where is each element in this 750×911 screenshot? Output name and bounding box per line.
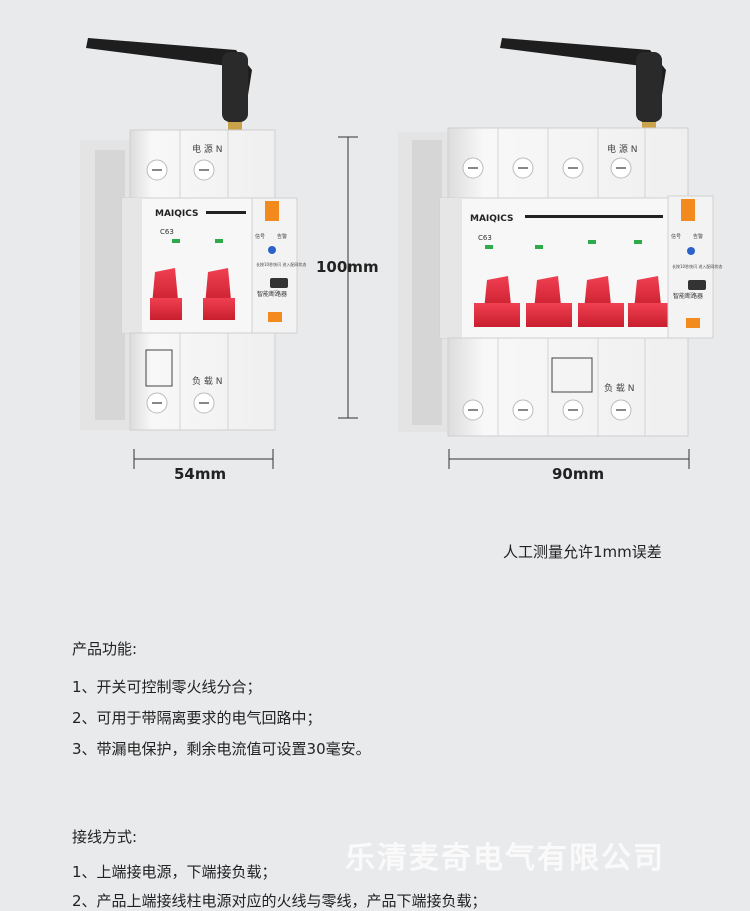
wiring-title: 接线方式: [72, 828, 138, 846]
dimension-width-small-label: 54mm [174, 465, 227, 483]
feature-item: 1、开关可控制零火线分合； [72, 678, 262, 696]
features-title: 产品功能: [72, 640, 138, 658]
wifi-text-large: 智能断路器 [673, 292, 703, 300]
rating-large: C63 [478, 234, 492, 242]
feature-item: 3、带漏电保护，剩余电流值可设置30毫安。 [72, 740, 371, 758]
rating-small: C63 [160, 228, 174, 236]
product-illustration: 电 源 N MAIQICS C63 信号 告警 长按10秒快闪 进入配网状态 智… [80, 38, 723, 469]
brand-small: MAIQICS [155, 209, 199, 219]
dimension-width-large-label: 90mm [552, 465, 605, 483]
dimension-height-label: 100mm [316, 258, 379, 276]
ctrl-label2-large: 告警 [693, 233, 703, 240]
config-button-small[interactable] [268, 246, 276, 254]
antenna-small [86, 38, 252, 134]
company-watermark: 乐清麦奇电气有限公司 [345, 841, 665, 876]
bottom-label-small: 负 载 N [192, 375, 222, 387]
measurement-note: 人工测量允许1mm误差 [503, 543, 662, 561]
handle-large-3 [578, 276, 624, 327]
wiring-item: 1、上端接电源，下端接负载； [72, 863, 277, 881]
config-button-large[interactable] [687, 247, 695, 255]
handle-large-4 [628, 276, 674, 327]
ctrl-label1-small: 信号 [255, 233, 265, 240]
dimension-width-large-line [448, 449, 690, 469]
ctrl-text-large: 长按10秒快闪 进入配网状态 [672, 263, 722, 269]
breaker-large: 电 源 N MAIQICS C63 信号 告警 长按10秒快闪 进入配网状态 智… [398, 38, 722, 437]
brand-large: MAIQICS [470, 214, 514, 224]
bottom-label-large: 负 载 N [604, 382, 634, 394]
dimension-height-line [338, 136, 358, 419]
handle-large-1 [474, 276, 520, 327]
antenna-large [500, 38, 666, 134]
top-label-large: 电 源 N [607, 143, 637, 155]
ctrl-text-small: 长按10秒快闪 进入配网状态 [256, 261, 306, 267]
handle-small-1 [150, 268, 182, 320]
ctrl-label1-large: 信号 [671, 233, 681, 240]
wifi-text-small: 智能断路器 [257, 290, 287, 298]
handle-large-2 [526, 276, 572, 327]
breaker-small: 电 源 N MAIQICS C63 信号 告警 长按10秒快闪 进入配网状态 智… [80, 38, 306, 431]
handle-small-2 [203, 268, 235, 320]
feature-item: 2、可用于带隔离要求的电气回路中； [72, 709, 322, 727]
ctrl-label2-small: 告警 [277, 233, 287, 240]
dimension-width-small-line [133, 449, 274, 469]
wiring-item: 2、产品上端接线柱电源对应的火线与零线，产品下端接负载； [72, 892, 487, 910]
top-label-small: 电 源 N [192, 143, 222, 155]
